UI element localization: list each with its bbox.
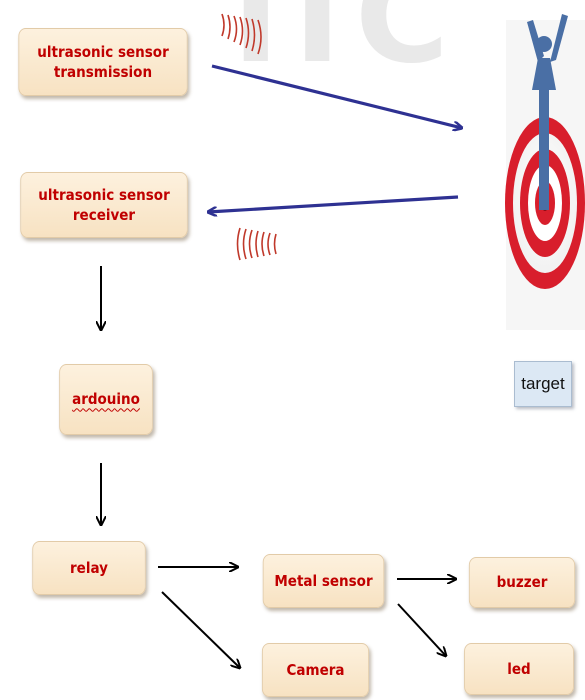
node-label: Camera bbox=[286, 660, 344, 680]
arrow-metal-sensor-to-led bbox=[398, 604, 446, 656]
node-label: buzzer bbox=[497, 572, 548, 592]
target-icon bbox=[505, 14, 585, 330]
node-label-line: ultrasonic sensor bbox=[37, 42, 168, 62]
node-label-line: transmission bbox=[37, 62, 168, 82]
node-buzzer: buzzer bbox=[469, 557, 575, 608]
wave-icon bbox=[238, 228, 277, 260]
node-ultrasonic-transmission: ultrasonic sensor transmission bbox=[18, 28, 187, 96]
node-label-line: receiver bbox=[38, 205, 169, 225]
wave-icon bbox=[222, 14, 261, 54]
node-relay: relay bbox=[32, 541, 145, 595]
node-label-line: ultrasonic sensor bbox=[38, 185, 169, 205]
node-metal-sensor: Metal sensor bbox=[263, 554, 385, 608]
node-label: relay bbox=[70, 558, 108, 578]
arrow-transmit-to-target bbox=[212, 66, 462, 128]
node-ultrasonic-receiver: ultrasonic sensor receiver bbox=[20, 172, 187, 238]
arrow-relay-to-camera bbox=[162, 592, 240, 668]
target-label: target bbox=[514, 361, 572, 407]
node-led: led bbox=[464, 643, 574, 695]
node-camera: Camera bbox=[262, 643, 369, 697]
node-label: ardouino bbox=[72, 389, 140, 409]
node-label: led bbox=[507, 659, 530, 679]
node-label: Metal sensor bbox=[274, 571, 372, 591]
arrow-target-to-receiver bbox=[208, 197, 458, 212]
node-arduino: ardouino bbox=[59, 364, 153, 435]
